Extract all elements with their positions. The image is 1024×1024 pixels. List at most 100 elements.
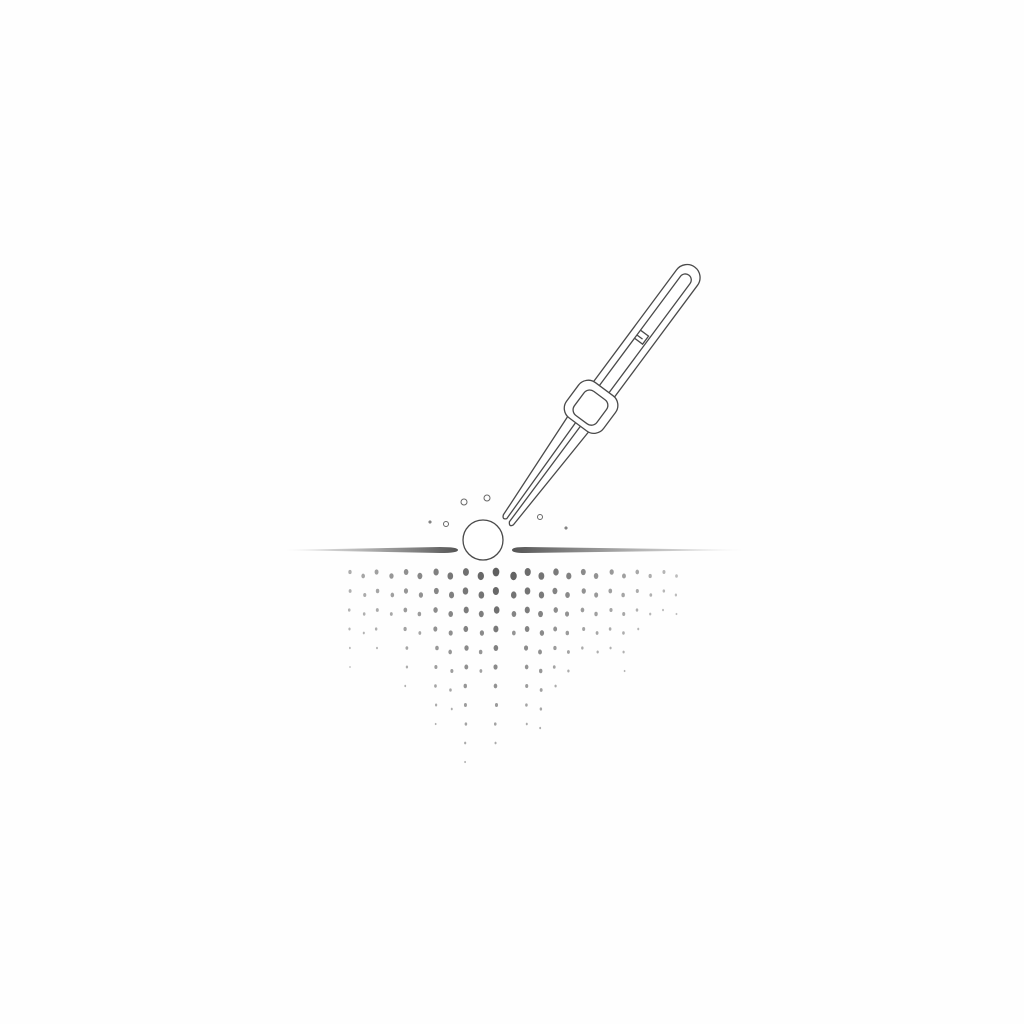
dot [595,631,599,635]
dot [463,703,467,707]
dot [539,726,542,730]
dot [511,610,517,618]
dot [362,612,366,616]
dot [565,630,570,636]
tweezers-icon [502,263,701,527]
dot [609,646,612,650]
dot [622,612,626,616]
dot [405,646,409,650]
dot [448,610,454,618]
dot [348,646,351,650]
dot [463,606,469,614]
dot [361,573,365,579]
dot [347,608,351,612]
dot [609,569,614,575]
dot [525,683,529,689]
dot [622,573,626,579]
dot [635,569,640,575]
dot [538,649,542,655]
dot [434,684,437,688]
dot [477,571,485,581]
dot [447,572,454,580]
dot [374,569,379,575]
dot [553,626,558,632]
dot [567,669,570,673]
dot [478,610,484,618]
dot [623,669,626,673]
dot [494,702,499,708]
dot [552,665,556,669]
dot [582,627,586,631]
dot [637,627,640,631]
dot [538,591,545,599]
tweezers-arm-right [508,424,590,527]
dot [376,646,378,650]
dot [538,572,545,580]
dot [403,568,409,576]
dot [349,666,351,668]
dot [674,593,678,597]
dot [493,606,500,614]
dot-columns [347,567,678,764]
tweezers-arm-left [502,414,578,520]
dot [539,688,543,692]
dot [405,665,409,669]
surface-line [280,547,750,553]
dot [492,567,500,577]
dot [374,627,378,631]
dot [348,569,352,575]
dot [524,587,531,595]
dot [464,664,469,670]
dot [539,707,543,711]
dot [435,645,439,651]
dot [450,707,453,711]
dot [375,588,380,594]
dot [553,568,559,576]
dot [649,612,652,616]
dot [363,592,367,598]
dot [348,627,351,631]
dot [675,574,678,578]
dot [580,568,586,576]
dot [464,741,467,745]
dot [539,630,545,636]
dot [539,668,543,674]
dot [462,587,469,595]
dot [510,591,517,599]
dot [448,649,452,655]
dot [538,610,543,618]
dot [418,631,422,635]
dot [375,608,379,612]
dot [622,631,625,635]
dot [403,626,407,632]
dot [565,591,570,599]
dot [553,645,557,651]
dot [566,572,572,580]
dot [433,626,438,632]
dot [552,587,558,595]
dot [404,684,407,688]
dot [450,668,454,674]
dot [554,684,557,688]
dot [463,625,469,633]
particle-icon [462,519,504,561]
dot [433,607,438,613]
dot [493,664,498,670]
dot [511,630,516,636]
dot [553,607,558,613]
dot [635,608,639,612]
dot [635,588,639,594]
dot [525,703,528,707]
dot [493,644,499,652]
dot [565,611,570,617]
dot [434,703,438,707]
dot [524,664,529,670]
dot [433,587,439,595]
dot [662,608,665,612]
dot [479,630,485,636]
dot [581,646,584,650]
dot [675,612,678,616]
dot [524,567,531,577]
dot [390,592,395,598]
dot [417,572,423,580]
